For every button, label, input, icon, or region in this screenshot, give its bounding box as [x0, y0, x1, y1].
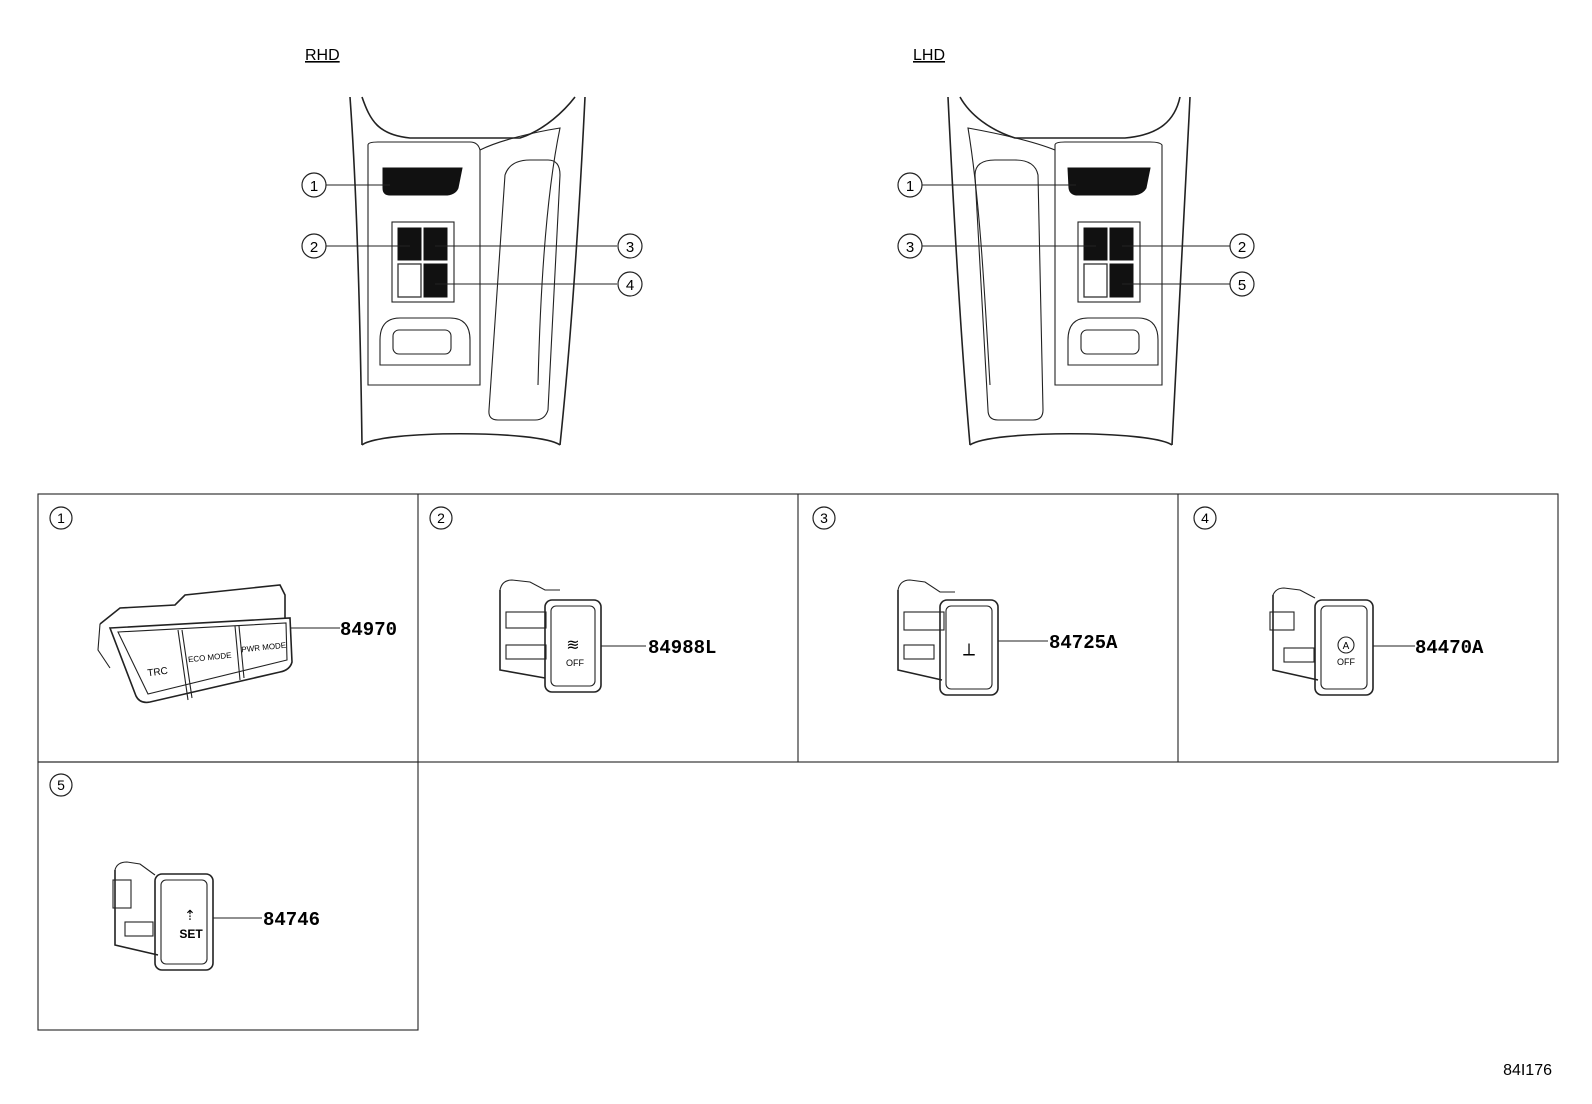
auto-stop-icon: A	[1343, 641, 1350, 652]
lhd-callout-3: 3	[906, 239, 914, 256]
switch-84470a: A OFF	[1269, 587, 1374, 696]
panel-5-index: 5	[57, 777, 65, 793]
lhd-console-view: LHD 1 3 2 5	[897, 47, 1255, 446]
panel-2-index: 2	[437, 510, 445, 526]
part-number-84970: 84970	[340, 619, 397, 641]
lhd-callout-1: 1	[906, 178, 914, 195]
panel-3: 3 ⟂ 84725A	[812, 506, 1118, 696]
panel-3-index: 3	[820, 510, 828, 526]
switch-label-pwr-mode: PWR MODE	[241, 641, 287, 655]
part-number-84988l: 84988L	[648, 637, 716, 659]
panel-1-index: 1	[57, 510, 65, 526]
panel-4: 4 A OFF 84470A	[1193, 506, 1484, 696]
switch-84988l: ≋ OFF	[499, 579, 602, 693]
switch-label-off: OFF	[566, 658, 584, 668]
rhd-title: RHD	[305, 47, 340, 64]
switch-label-off-4: OFF	[1337, 657, 1355, 667]
parts-grid	[37, 493, 1559, 1031]
part-number-84746: 84746	[263, 909, 320, 931]
switch-label-trc: TRC	[147, 666, 169, 680]
rhd-console-view: RHD 1 2 3 4	[301, 47, 643, 446]
rhd-callout-2: 2	[310, 239, 318, 256]
switch-label-eco-mode: ECO MODE	[188, 651, 232, 665]
rhd-callout-1: 1	[310, 178, 318, 195]
rhd-callout-4: 4	[626, 277, 634, 294]
hill-descent-icon: ⟂	[963, 639, 975, 659]
rhd-callout-3: 3	[626, 239, 634, 256]
panel-2: 2 ≋ OFF 84988L	[429, 506, 716, 693]
panel-1: 1 TRC ECO MODE PWR MODE 84970	[49, 506, 397, 704]
part-number-84725a: 84725A	[1049, 632, 1118, 654]
lhd-callout-5: 5	[1238, 277, 1246, 294]
park-assist-icon: ⇡	[184, 907, 196, 923]
part-number-84470a: 84470A	[1415, 637, 1484, 659]
switch-84725a: ⟂	[897, 579, 999, 696]
panel-4-index: 4	[1201, 510, 1209, 526]
drawing-id: 84I176	[1503, 1062, 1552, 1079]
switch-label-set: SET	[179, 927, 203, 941]
lhd-callout-2: 2	[1238, 239, 1246, 256]
lhd-title: LHD	[913, 47, 945, 64]
tc-off-icon: ≋	[566, 637, 579, 654]
switch-84746: ⇡ SET	[112, 861, 214, 971]
switch-cluster-84970: TRC ECO MODE PWR MODE	[97, 584, 293, 704]
panel-5: 5 ⇡ SET 84746	[49, 773, 320, 971]
